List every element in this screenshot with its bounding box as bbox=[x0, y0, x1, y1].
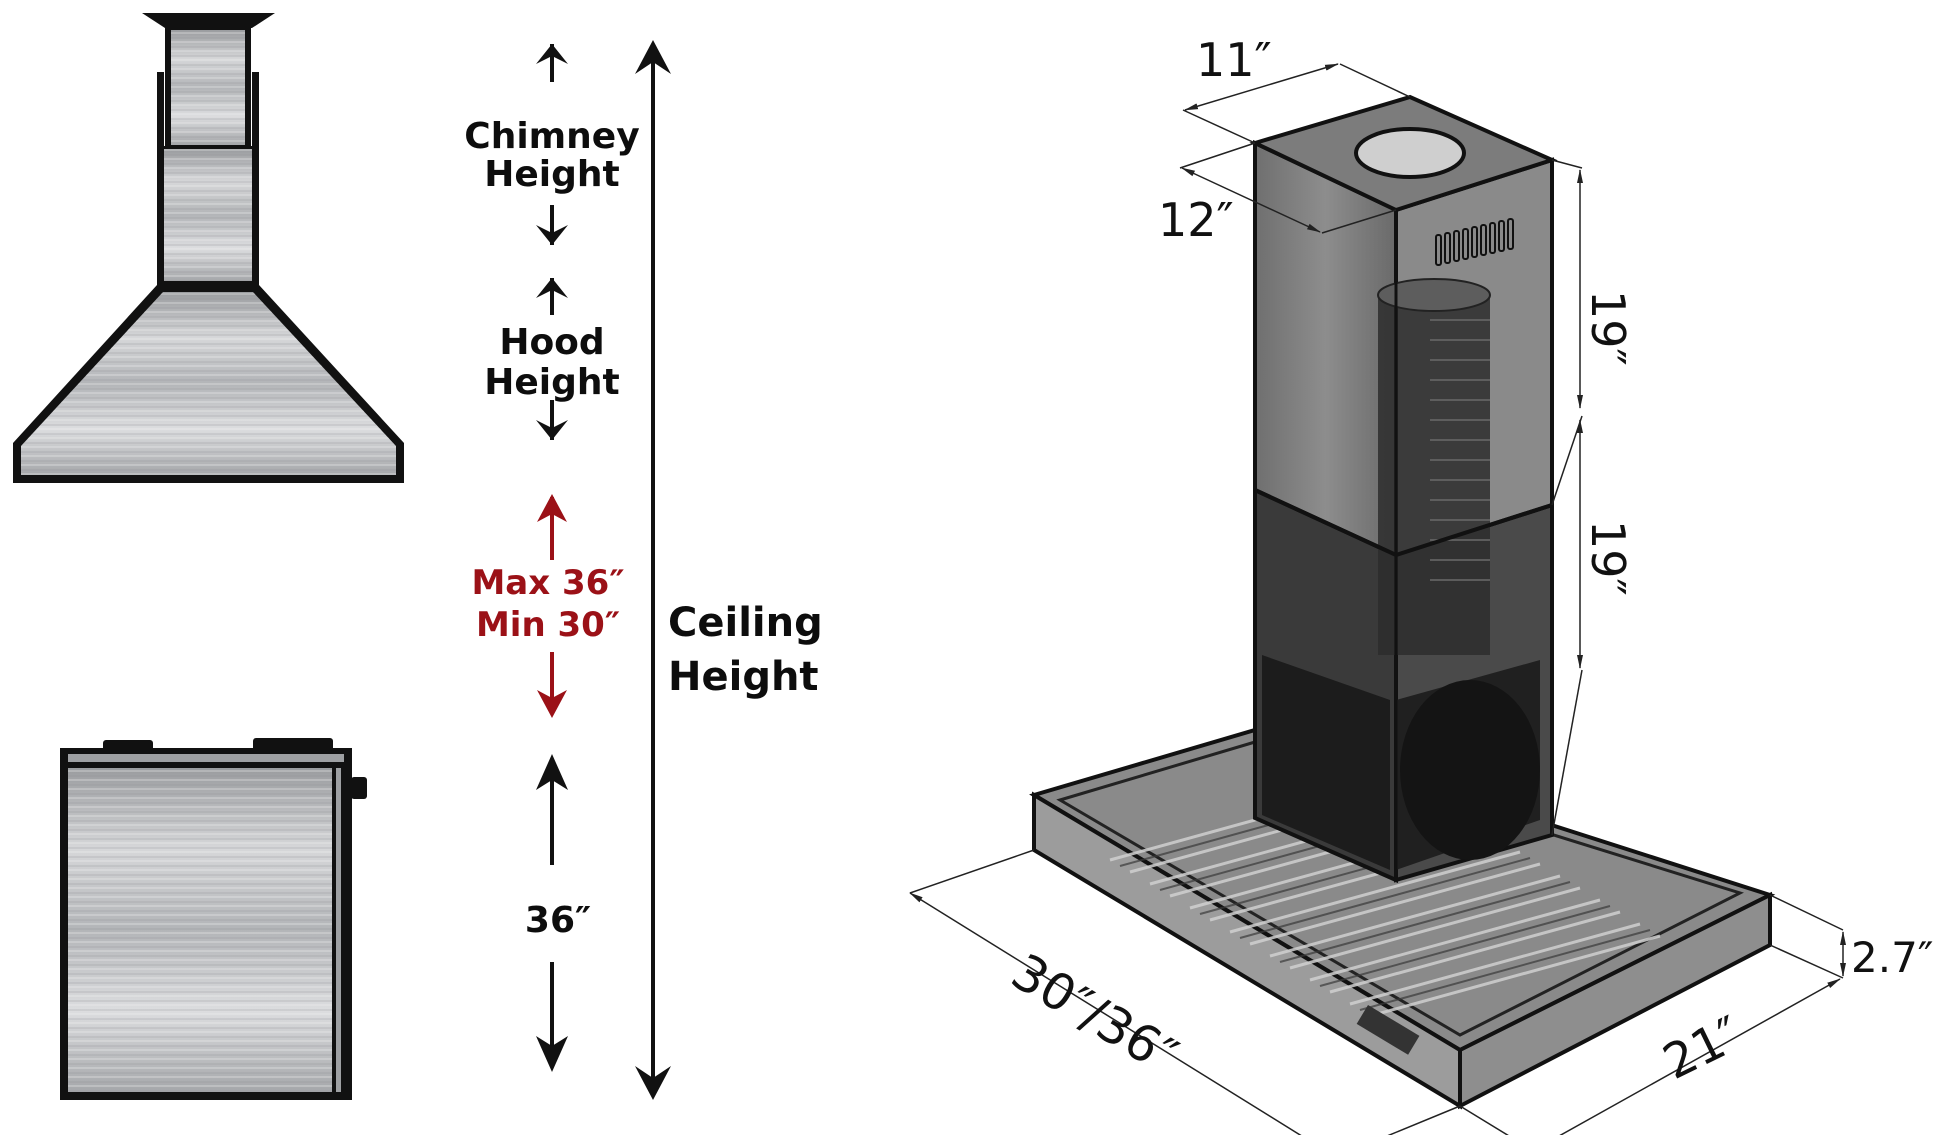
knob-icon bbox=[351, 777, 367, 799]
canopy-thickness-label: 2.7″ bbox=[1851, 933, 1933, 982]
dimension-lines bbox=[909, 63, 1846, 1135]
lower-chimney-height-label: 19″ bbox=[1581, 520, 1635, 596]
chimney-height-label: Chimney bbox=[464, 116, 639, 157]
canopy-depth-label: 21″ bbox=[1655, 1006, 1751, 1091]
arrow-down-icon bbox=[635, 1066, 671, 1100]
range-illustration bbox=[60, 738, 367, 1100]
chimney-height-label-2: Height bbox=[484, 154, 620, 195]
ceiling-height-label: Ceiling bbox=[668, 600, 823, 646]
arrow-up-icon bbox=[635, 40, 671, 74]
control-panel bbox=[1356, 1005, 1420, 1055]
counter-height-label: 36″ bbox=[525, 900, 591, 941]
canopy-width-label: 30″/36″ bbox=[1002, 943, 1187, 1086]
hood-height-label-2: Height bbox=[484, 362, 620, 403]
ceiling-height-label-2: Height bbox=[668, 654, 819, 700]
chimney-depth-label: 12″ bbox=[1158, 193, 1234, 247]
island-hood-illustration bbox=[1029, 94, 1776, 1110]
chimney-width-label: 11″ bbox=[1196, 33, 1272, 87]
clearance-max-label: Max 36″ bbox=[471, 563, 624, 603]
hood-illustration bbox=[13, 13, 404, 483]
clearance-min-label: Min 30″ bbox=[476, 605, 620, 645]
height-annotations: Chimney Height Hood Height Max 36″ Min 3… bbox=[464, 40, 823, 1100]
hood-height-label: Hood bbox=[499, 322, 604, 363]
upper-chimney-height-label: 19″ bbox=[1581, 290, 1635, 366]
